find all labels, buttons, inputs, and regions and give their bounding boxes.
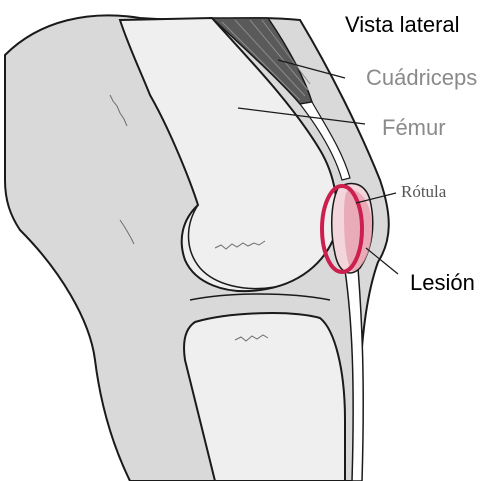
tibia-bone: [184, 313, 345, 481]
label-femur: Fémur: [382, 117, 446, 139]
view-title: Vista lateral: [345, 14, 460, 36]
label-rotula: Rótula: [401, 183, 446, 200]
label-quadriceps: Cuádriceps: [366, 67, 477, 89]
label-lesion: Lesión: [410, 272, 475, 294]
